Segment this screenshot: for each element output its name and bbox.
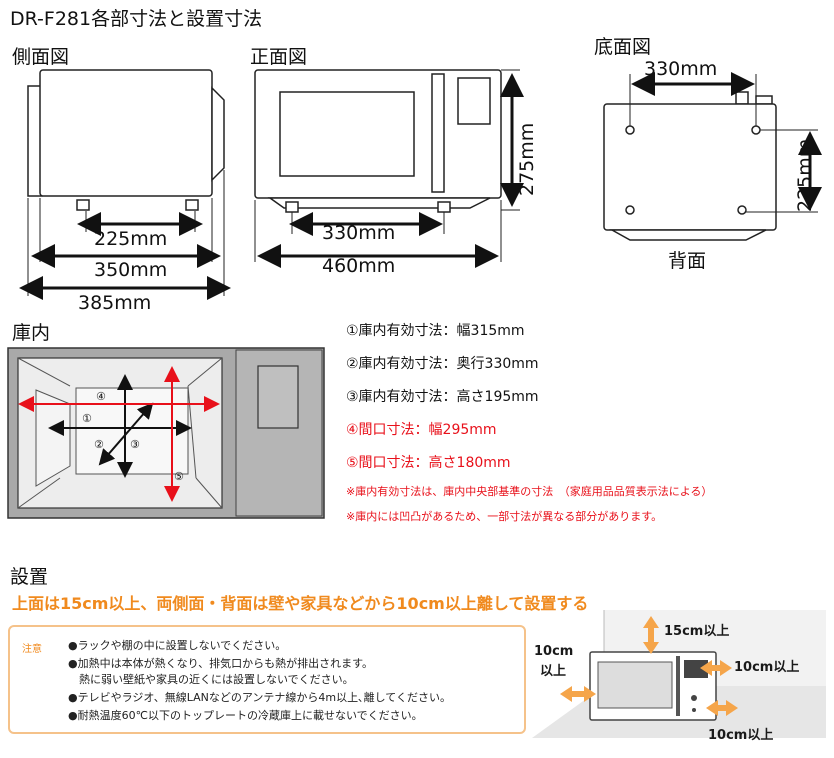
back-label: 背面 [668, 250, 707, 272]
install-label: 設置 [10, 566, 49, 588]
clearance-arrows [560, 616, 738, 716]
spec-4: ④間口寸法：幅295mm [346, 422, 497, 438]
interior-view-drawing [7, 347, 325, 519]
note-1: ※庫内有効寸法は、庫内中央部基準の寸法 （家庭用品品質表示法による） [346, 485, 713, 498]
side-feet-dimension: 225mm [94, 228, 168, 250]
front-width-dimension: 460mm [322, 255, 396, 277]
note-2: ※庫内には凹凸があるため、一部寸法が異なる部分があります。 [346, 510, 663, 523]
clearance-top: 15cm以上 [664, 624, 730, 639]
side-view-label: 側面図 [12, 46, 70, 68]
front-view-label: 正面図 [250, 46, 308, 68]
clearance-left-1: 10cm [534, 644, 574, 659]
front-height-dimension: 275mm [516, 122, 538, 196]
bottom-view-drawing [603, 74, 818, 241]
page-title: DR-F281各部寸法と設置寸法 [10, 8, 263, 30]
spec-2: ②庫内有効寸法：奥行330mm [346, 356, 539, 372]
caution-label: 注意 [22, 644, 42, 655]
caution-line-3: 熱に弱い壁紙や家具の近くには設置しないでください。 [68, 673, 354, 686]
clearance-back: 10cm以上 [708, 728, 774, 743]
marker-2: ② [94, 438, 104, 451]
bottom-depth-dimension: 225mm [794, 138, 816, 212]
bottom-width-dimension: 330mm [644, 58, 718, 80]
marker-3: ③ [130, 438, 140, 451]
front-view-drawing [254, 69, 520, 262]
marker-1: ① [82, 412, 92, 425]
spec-5: ⑤間口寸法：高さ180mm [346, 455, 511, 471]
front-feet-dimension: 330mm [322, 222, 396, 244]
caution-line-5: ●耐熱温度60℃以下のトップレートの冷蔵庫上に載せないでください。 [68, 709, 423, 722]
interior-label: 庫内 [12, 322, 51, 344]
marker-5: ⑤ [174, 470, 184, 483]
marker-4: ④ [96, 390, 106, 403]
caution-line-2: ●加熱中は本体が熱くなり、排気口からも熱が排出されます。 [68, 657, 374, 670]
caution-box [8, 625, 526, 734]
side-total-dimension: 385mm [78, 292, 152, 314]
side-body-dimension: 350mm [94, 259, 168, 281]
spec-3: ③庫内有効寸法：高さ195mm [346, 389, 539, 405]
clearance-right: 10cm以上 [734, 660, 800, 675]
install-illustration [532, 610, 826, 738]
caution-line-1: ●ラックや棚の中に設置しないでください。 [68, 639, 287, 652]
spec-1: ①庫内有効寸法：幅315mm [346, 323, 525, 339]
clearance-left-2: 以上 [540, 664, 567, 679]
caution-line-4: ●テレビやラジオ、無線LANなどのアンテナ線から4m以上､離してください。 [68, 691, 451, 704]
install-instruction: 上面は15cm以上、両側面・背面は壁や家具などから10cm以上離して設置する [12, 594, 589, 613]
bottom-view-label: 底面図 [594, 36, 652, 58]
